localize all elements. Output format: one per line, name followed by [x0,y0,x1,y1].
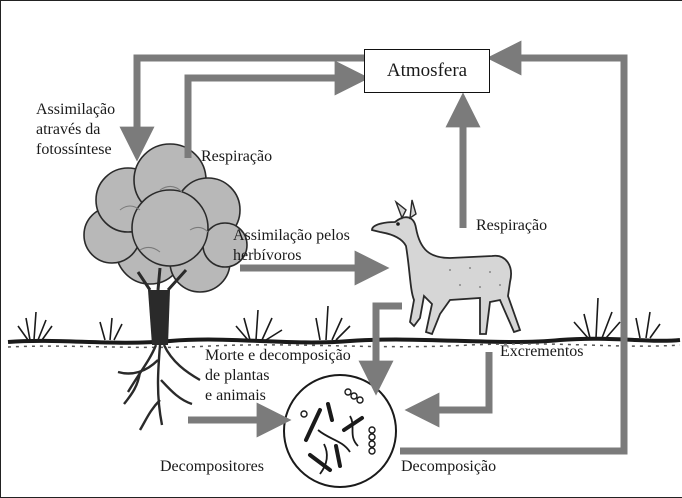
label-respiration-plant: Respiração [201,147,272,167]
arrow-excrements [424,352,489,410]
label-decomposition: Decomposição [401,457,496,477]
arrow-tree-respiration-up [188,78,350,158]
atmosphere-box: Atmosfera [364,49,490,93]
label-decomposers: Decompositores [160,457,264,477]
label-death-decomposition: Morte e decomposição de plantas e animai… [205,346,351,406]
label-respiration-animal: Respiração [476,216,547,236]
arrow-atmosphere-to-tree [137,58,364,142]
label-excrements: Excrementos [500,342,584,362]
label-assimilation-herbivores: Assimilação pelos herbívoros [233,226,350,266]
ground [8,298,680,347]
label-assimilation-photosynthesis: Assimilação através da fotossíntese [36,100,115,160]
